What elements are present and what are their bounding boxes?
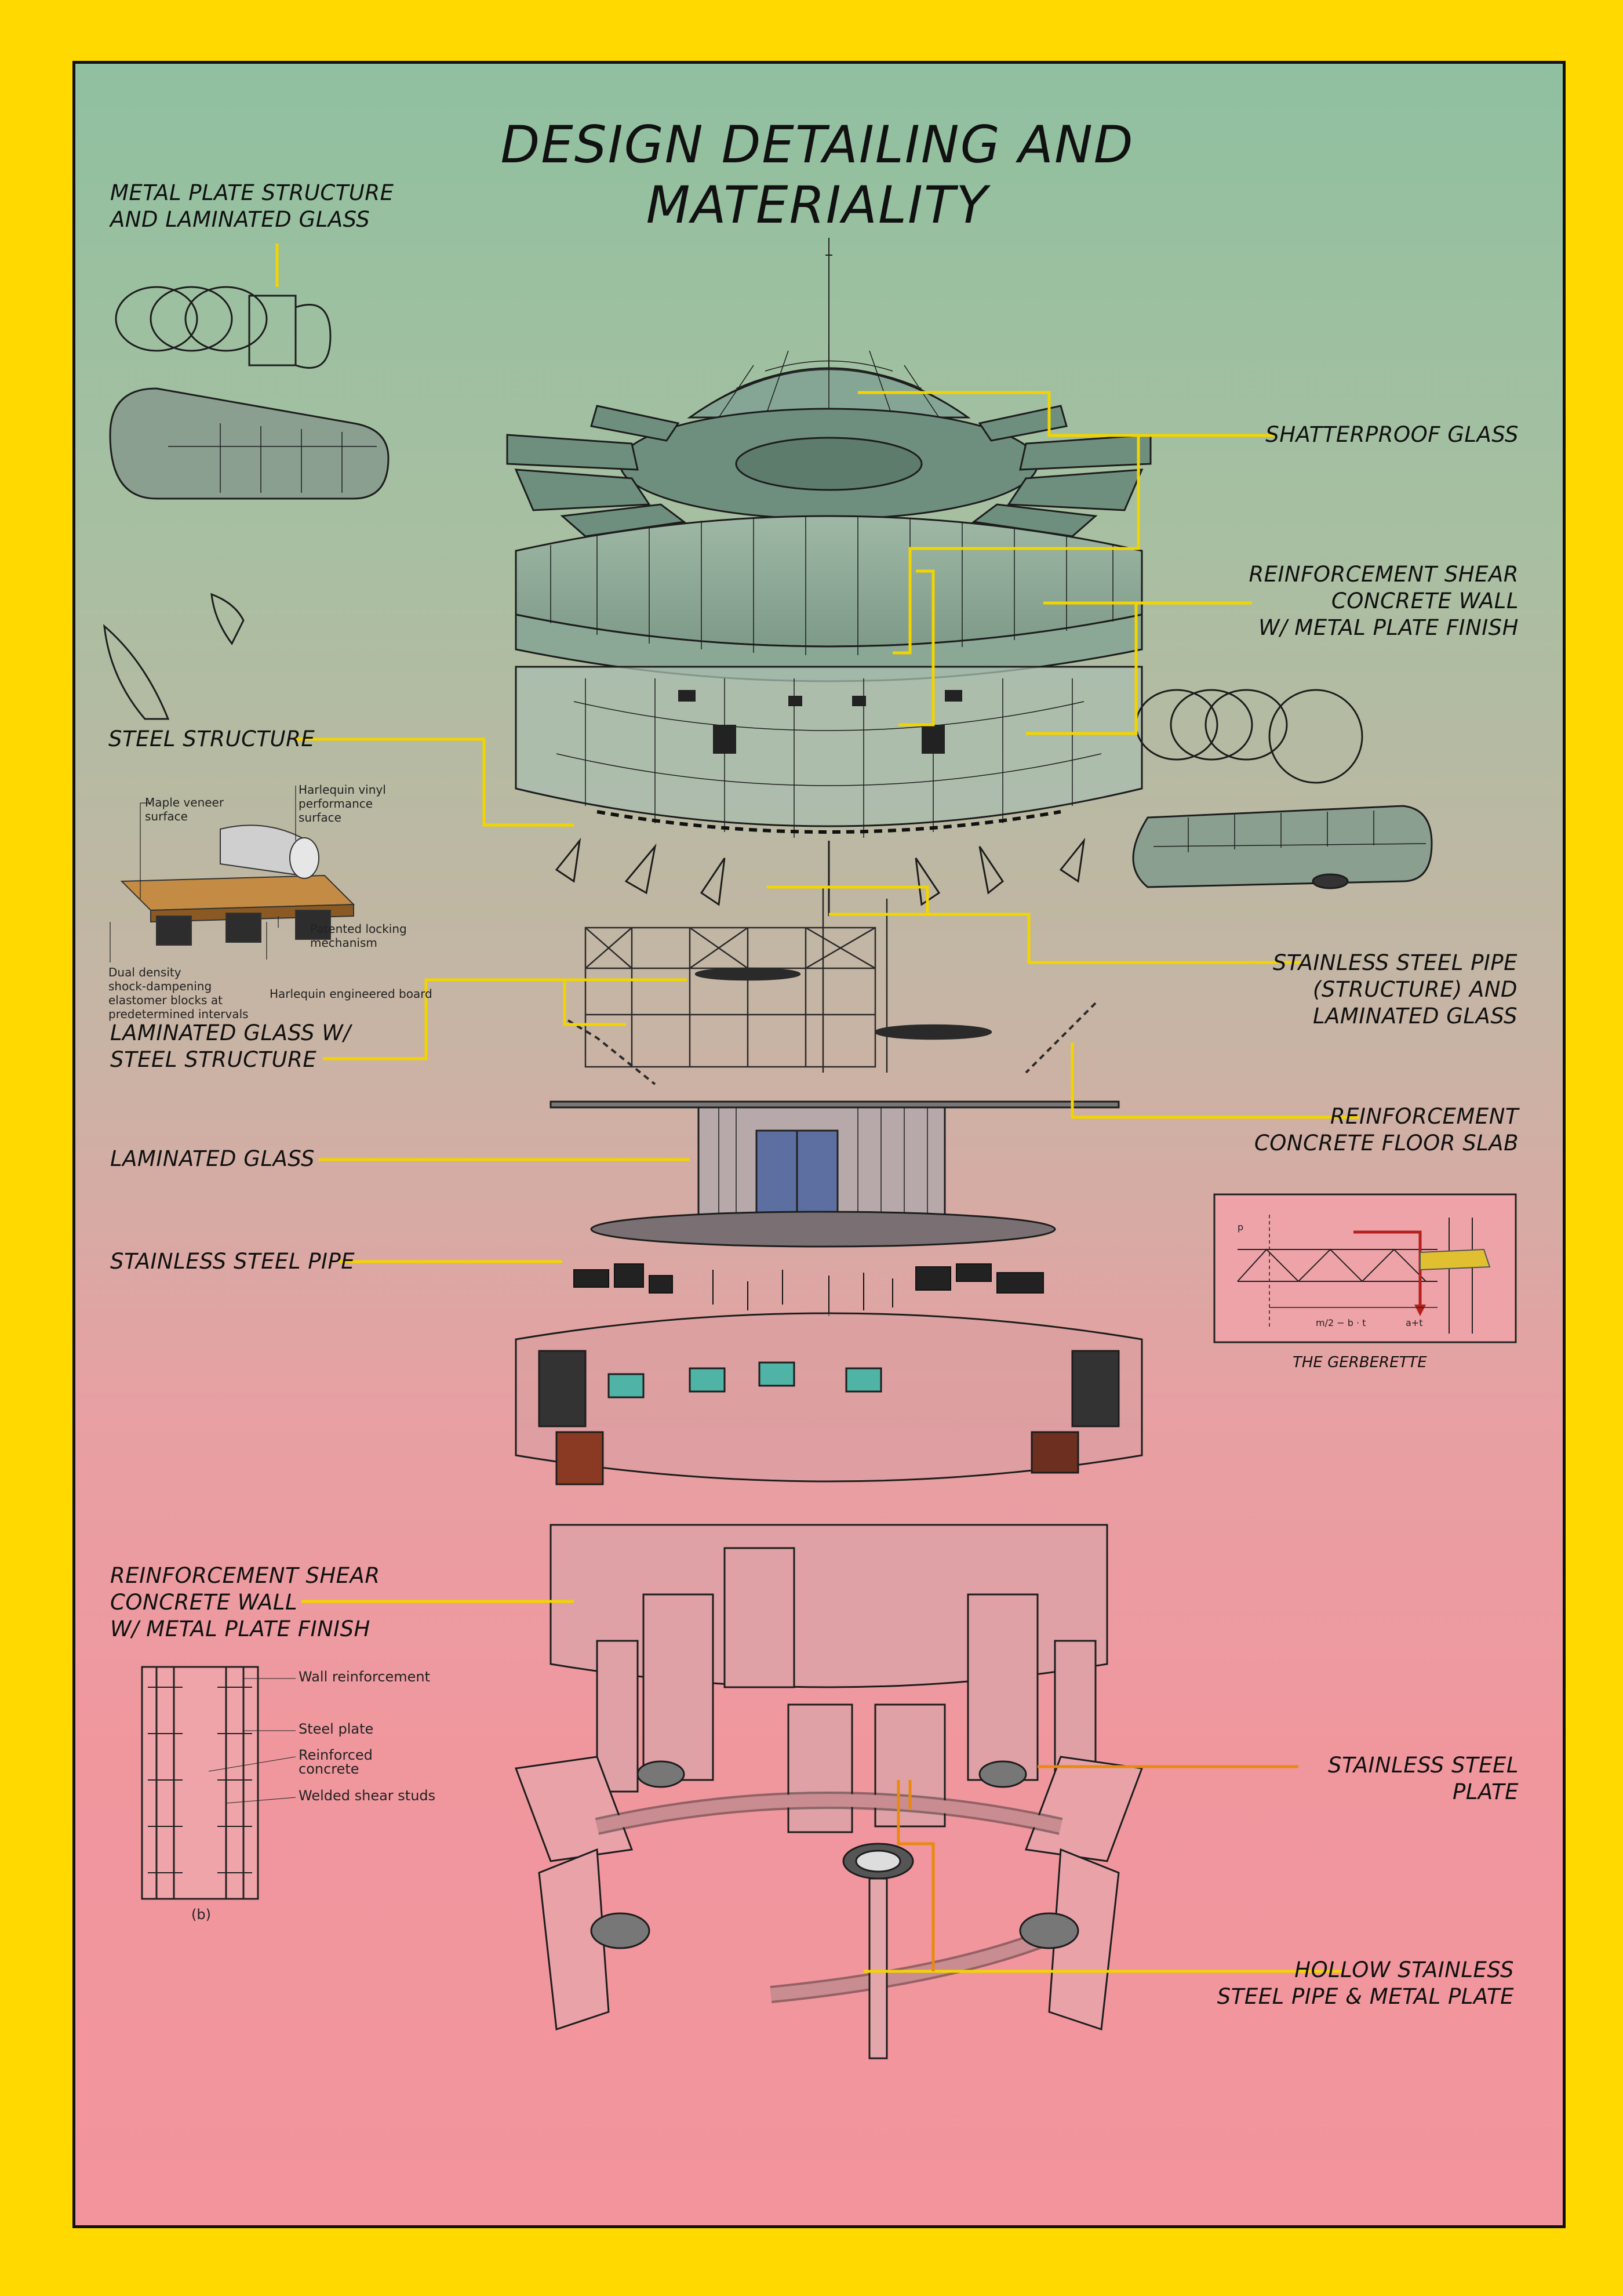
floor-callout-2: Harlequin vinyl performance surface (299, 783, 386, 824)
wall-callout-2: Steel plate (299, 1721, 374, 1737)
label-line: CONCRETE WALL (1331, 588, 1519, 613)
floor-callout-5: Harlequin engineered board (270, 987, 432, 1001)
callout-line: Dual density (108, 965, 181, 979)
callout-line: Harlequin vinyl (299, 783, 386, 797)
label-line: REINFORCEMENT (1330, 1104, 1519, 1129)
callout-line: Patented locking (310, 922, 407, 936)
label-line: W/ METAL PLATE FINISH (1258, 615, 1519, 640)
steel-fins (555, 837, 1086, 916)
exploded-axonometric-drawing: --> (103, 238, 1517, 2059)
label-line: LAMINATED GLASS (1312, 1004, 1518, 1029)
label-laminated-steel: LAMINATED GLASS W/ STEEL STRUCTURE (110, 1020, 351, 1073)
floor-callout-1: Maple veneer surface (145, 795, 224, 823)
poster-panel: --> (72, 61, 1566, 2228)
label-shear-wall-bottom: REINFORCEMENT SHEAR CONCRETE WALL W/ MET… (110, 1563, 380, 1643)
label-line: STAINLESS STEEL PIPE (1272, 950, 1518, 975)
gerberette-diagram (1213, 1193, 1517, 1343)
glass-dome (687, 342, 971, 419)
shear-wall-ring (550, 1524, 1108, 1833)
title-line-2: MATERIALITY (646, 175, 989, 235)
wall-callout-4: Welded shear studs (299, 1788, 436, 1804)
label-floor-slab: REINFORCEMENT CONCRETE FLOOR SLAB (1254, 1103, 1519, 1157)
label-metal-plate: METAL PLATE STRUCTURE AND LAMINATED GLAS… (110, 180, 394, 233)
base-ring (514, 1756, 1144, 2059)
label-hollow-pipe: HOLLOW STAINLESS STEEL PIPE & METAL PLAT… (1217, 1957, 1514, 2010)
roof-blades (506, 405, 1152, 537)
label-steel-plate: STAINLESS STEEL PLATE (1328, 1752, 1519, 1805)
wall-section-drawing (141, 1666, 296, 1900)
callout-line: surface (299, 811, 341, 824)
label-line: STAINLESS STEEL PIPE (110, 1249, 355, 1274)
floor-callout-4: Dual density shock-dampening elastomer b… (108, 965, 249, 1021)
label-line: CONCRETE FLOOR SLAB (1254, 1131, 1519, 1156)
callout-line: Reinforced (299, 1747, 373, 1763)
callout-line: mechanism (310, 936, 377, 950)
label-line: REINFORCEMENT SHEAR (1249, 562, 1519, 587)
floor-slab (550, 1100, 1120, 1109)
label-line: REINFORCEMENT SHEAR (110, 1563, 380, 1588)
floor-detail-drawing (120, 824, 355, 946)
core-cylinder (590, 1106, 1056, 1248)
orange-leader-lines (897, 1765, 1298, 1971)
floor-detail-leaders (110, 786, 296, 962)
gerberette-dim-1: m/2 − b · t (1316, 1317, 1366, 1328)
label-steel-structure: STEEL STRUCTURE (108, 726, 315, 753)
mechanical-ring (515, 1312, 1143, 1485)
gerberette-dim-3: p (1238, 1222, 1244, 1233)
label-line: STEEL STRUCTURE (110, 1047, 317, 1072)
gerberette-dim-2: a+t (1406, 1317, 1423, 1328)
right-models (1132, 689, 1433, 889)
callout-line: elastomer blocks at (108, 993, 223, 1007)
title-line-1: DESIGN DETAILING AND (500, 115, 1134, 175)
callout-line: Maple veneer (145, 795, 224, 809)
label-pipe-structure: STAINLESS STEEL PIPE (STRUCTURE) AND LAM… (1273, 950, 1518, 1030)
pipe-ring (573, 1263, 1044, 1316)
upper-glass-ring (515, 515, 1143, 682)
label-line: STEEL STRUCTURE (108, 726, 315, 751)
label-line: LAMINATED GLASS W/ (110, 1020, 351, 1045)
leader-lines: --> (275, 244, 1359, 1973)
gerberette-caption: THE GERBERETTE (1293, 1354, 1427, 1371)
callout-line: predetermined intervals (108, 1007, 249, 1021)
label-line: HOLLOW STAINLESS (1294, 1957, 1514, 1982)
callout-line: Harlequin engineered board (270, 987, 432, 1001)
metal-plate-models (103, 286, 390, 720)
label-shatterproof: SHATTERPROOF GLASS (1265, 422, 1519, 448)
wall-section-caption: (b) (191, 1906, 211, 1923)
label-line: PLATE (1452, 1779, 1519, 1804)
label-stainless-pipe: STAINLESS STEEL PIPE (110, 1248, 355, 1275)
label-line: AND LAMINATED GLASS (110, 207, 370, 232)
label-line: STEEL PIPE & METAL PLATE (1217, 1984, 1514, 2009)
label-line: W/ METAL PLATE FINISH (110, 1616, 370, 1641)
label-line: (STRUCTURE) AND (1312, 977, 1518, 1002)
callout-line: concrete (299, 1761, 359, 1777)
label-line: STAINLESS STEEL (1328, 1753, 1519, 1778)
label-shear-wall-top: REINFORCEMENT SHEAR CONCRETE WALL W/ MET… (1249, 561, 1519, 641)
label-line: CONCRETE WALL (110, 1590, 298, 1615)
wall-callout-3: Reinforced concrete (299, 1748, 373, 1776)
label-laminated-glass: LAMINATED GLASS (110, 1146, 315, 1172)
label-line: SHATTERPROOF GLASS (1265, 422, 1519, 447)
callout-line: surface (145, 809, 188, 823)
callout-line: performance (299, 797, 373, 811)
label-line: LAMINATED GLASS (110, 1146, 315, 1171)
wall-callout-1: Wall reinforcement (299, 1669, 431, 1685)
floor-callout-3: Patented locking mechanism (310, 922, 407, 950)
poster-title: DESIGN DETAILING AND MATERIALITY (458, 115, 1177, 235)
lower-glass-drum (515, 666, 1143, 838)
callout-line: shock-dampening (108, 979, 212, 993)
label-line: METAL PLATE STRUCTURE (110, 180, 394, 205)
steel-frame (567, 887, 1097, 1085)
